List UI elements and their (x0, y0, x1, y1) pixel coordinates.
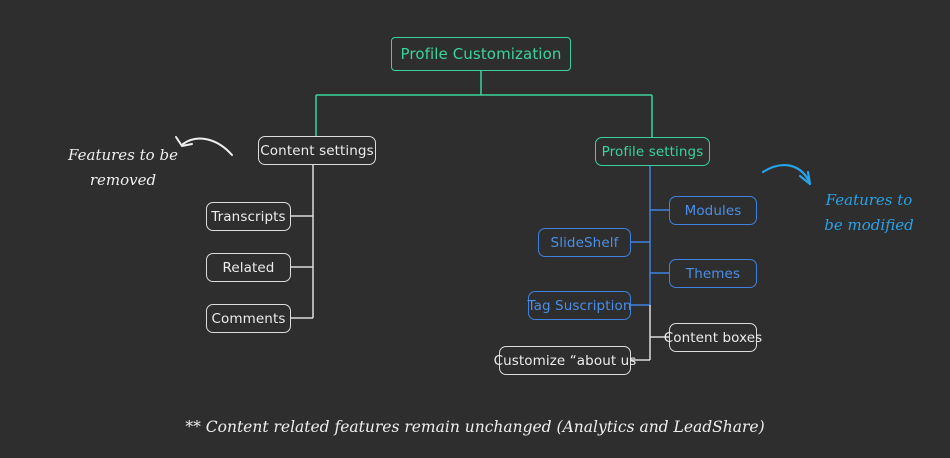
node-tag-suscription[interactable]: Tag Suscription (528, 291, 631, 320)
node-themes[interactable]: Themes (669, 259, 757, 288)
node-label: Tag Suscription (527, 297, 632, 314)
node-label: Modules (684, 202, 742, 219)
node-customize-about-us[interactable]: Customize “about us (494, 346, 636, 375)
node-label: Related (222, 259, 275, 276)
node-label: Customize “about us (493, 352, 637, 369)
node-profile-settings[interactable]: Profile settings (595, 137, 710, 166)
node-profile-customization[interactable]: Profile Customization (391, 37, 571, 71)
node-transcripts[interactable]: Transcripts (206, 202, 291, 231)
node-label: Profile Customization (400, 45, 562, 63)
curved-arrow-right-icon (761, 163, 812, 186)
node-content-settings[interactable]: Content settings (258, 136, 376, 165)
node-label: Content settings (260, 142, 374, 159)
node-label: Content boxes (663, 329, 763, 346)
node-related[interactable]: Related (206, 253, 291, 282)
annotation-features-to-be-removed: Features to be removed (68, 146, 178, 189)
node-label: Profile settings (601, 143, 704, 160)
node-label: Transcripts (211, 208, 286, 225)
node-label: Comments (211, 310, 286, 327)
node-label: SlideShelf (550, 234, 619, 251)
node-content-boxes[interactable]: Content boxes (664, 323, 762, 352)
node-label: Themes (685, 265, 741, 282)
node-modules[interactable]: Modules (669, 196, 757, 225)
node-slideshelf[interactable]: SlideShelf (538, 228, 631, 257)
annotation-features-to-be-modified: Features to be modified (824, 191, 914, 234)
footnote-text: ** Content related features remain uncha… (185, 418, 765, 436)
node-comments[interactable]: Comments (206, 304, 291, 333)
